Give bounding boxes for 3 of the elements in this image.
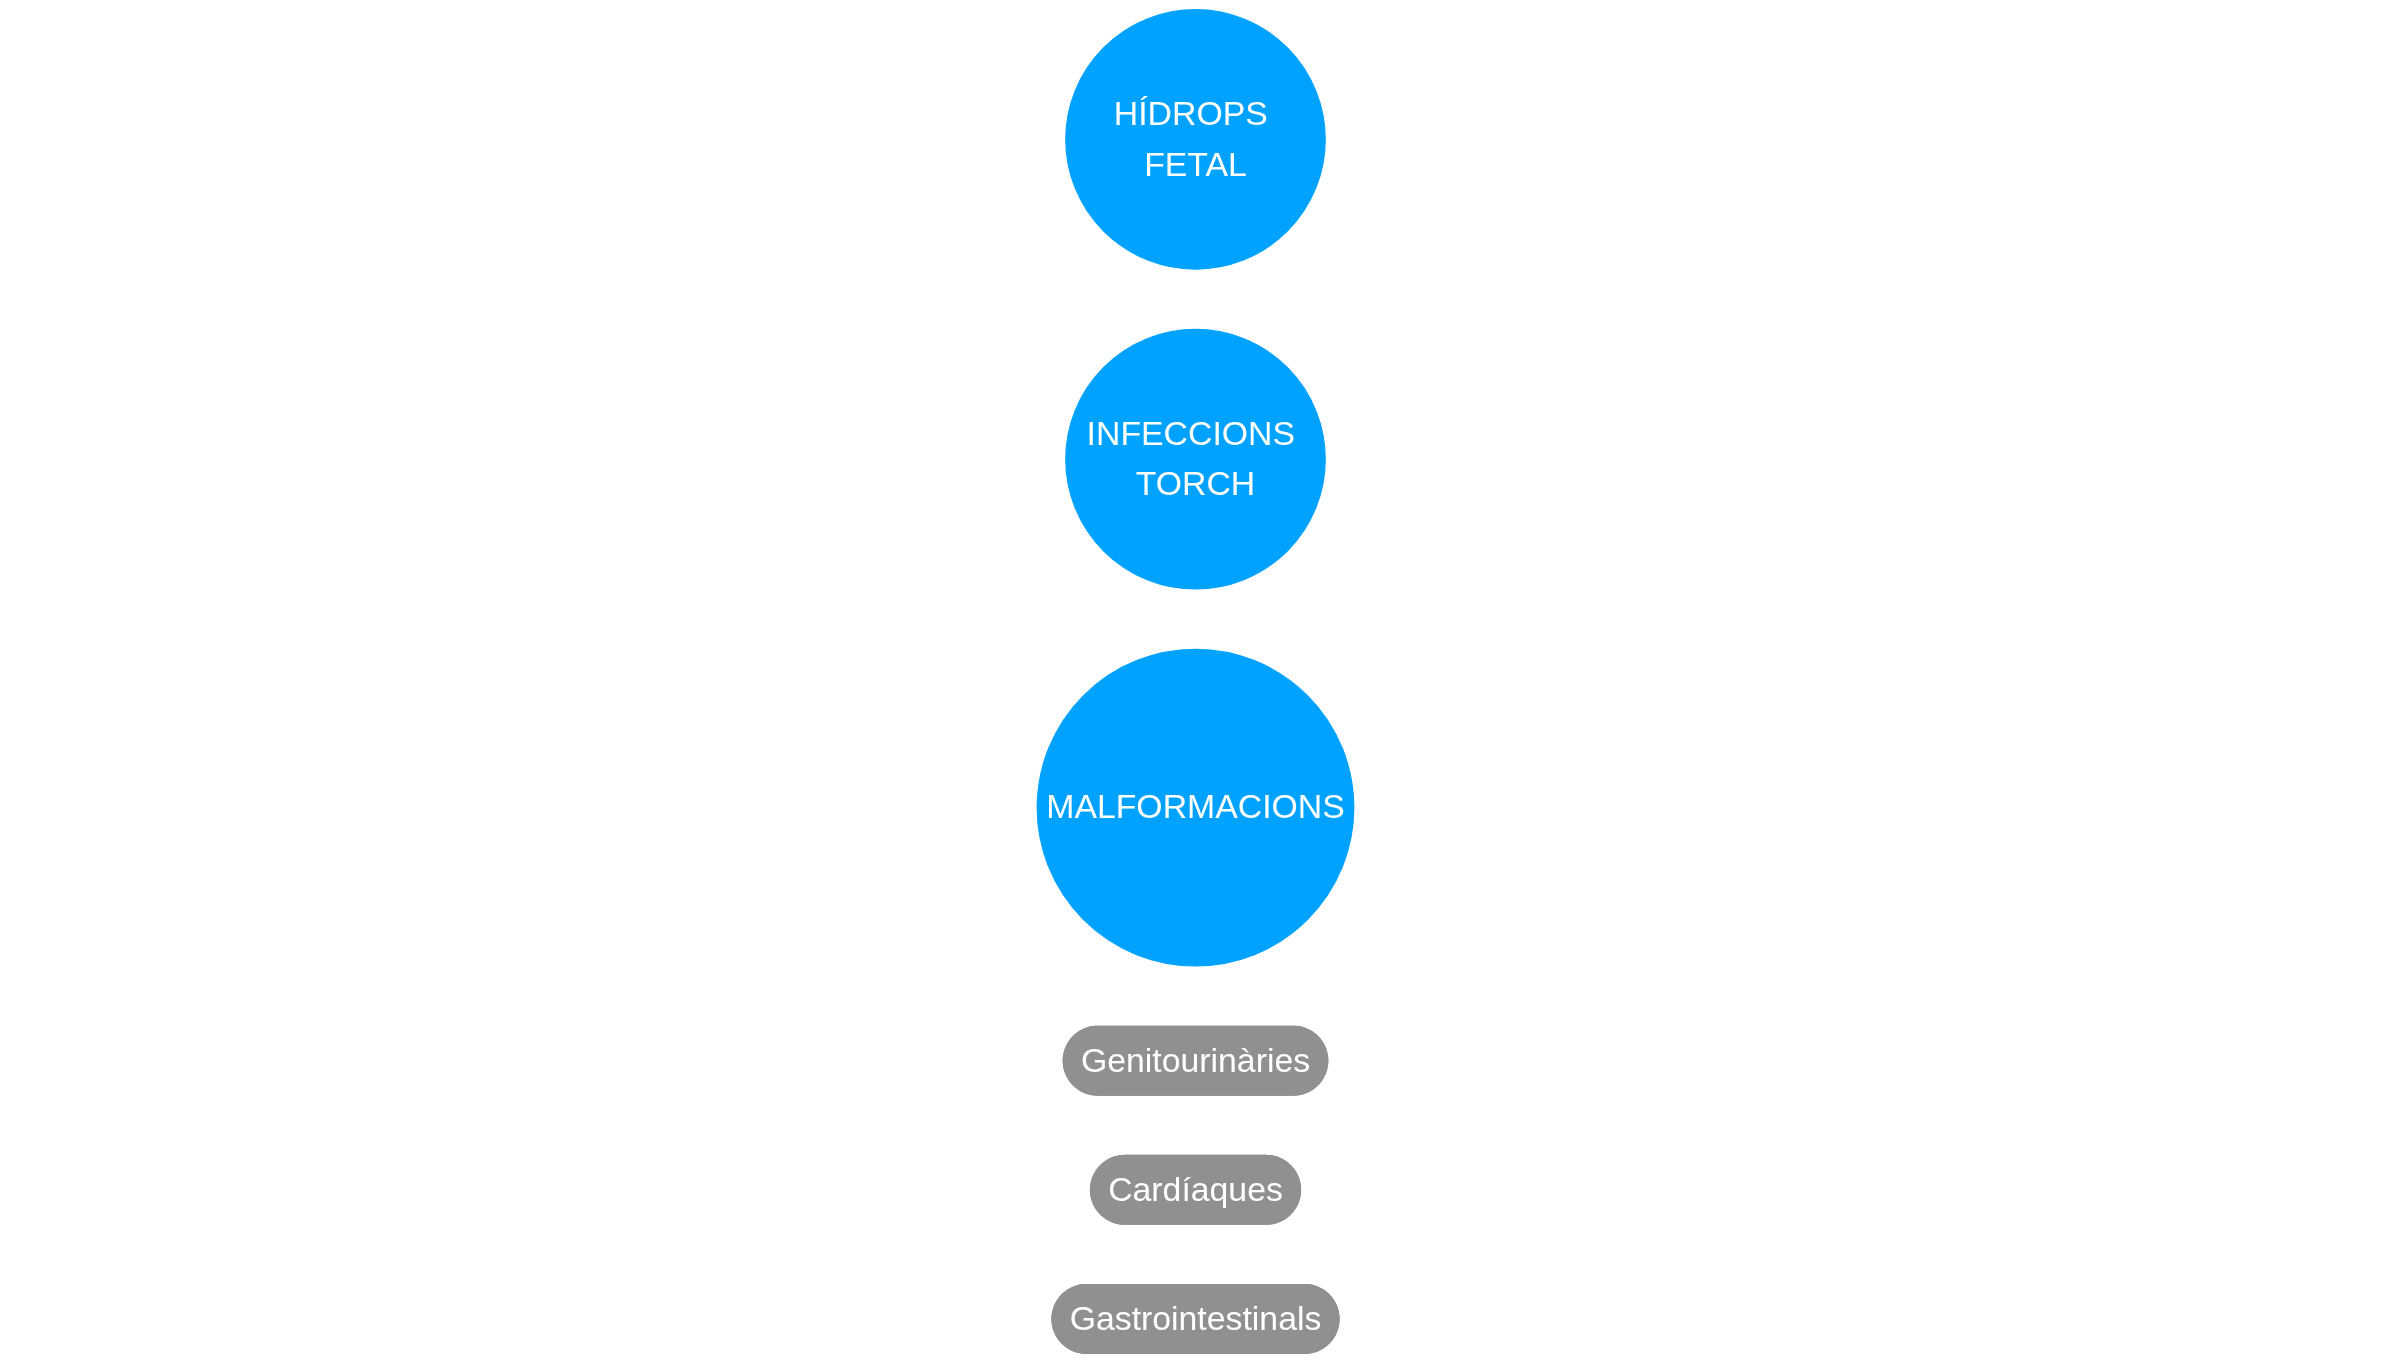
node-circle: MALFORMACIONS	[1036, 648, 1355, 967]
node-circle: HÍDROPS FETAL	[1065, 9, 1326, 270]
node-circle: INFECCIONS TORCH	[1065, 328, 1326, 590]
